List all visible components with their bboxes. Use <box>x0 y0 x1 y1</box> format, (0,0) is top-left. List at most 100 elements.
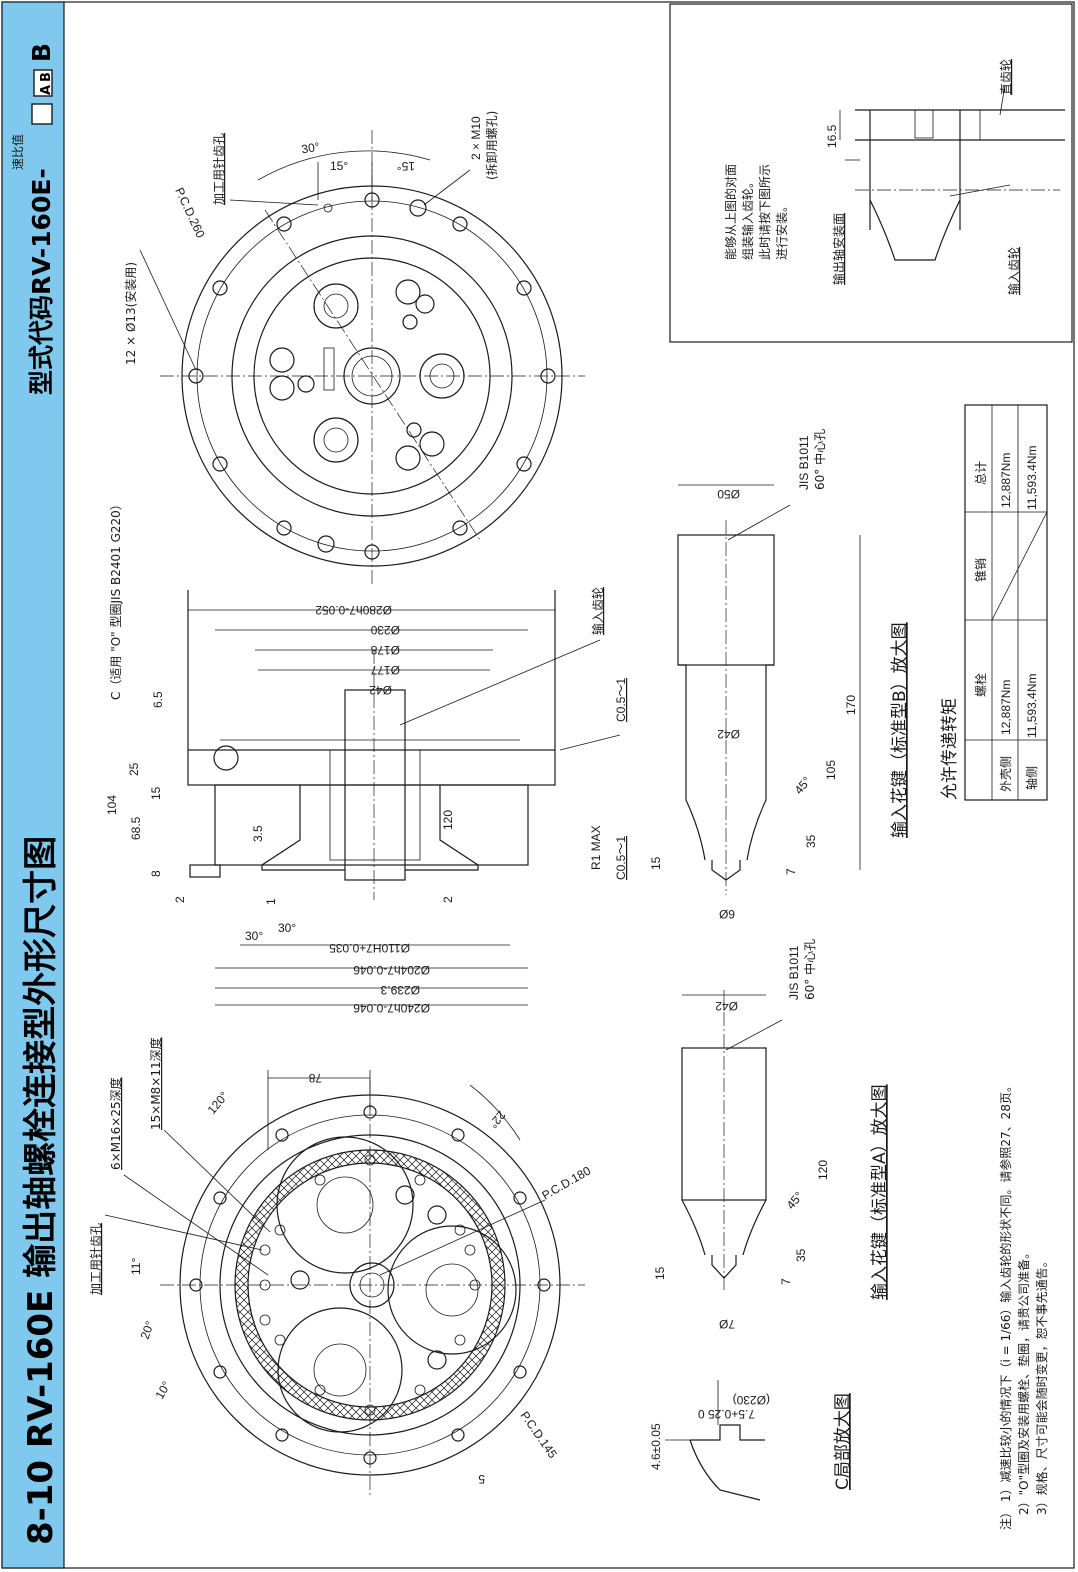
inset-line-4: 进行安装。 <box>774 200 789 260</box>
top-holes-mount: 12 × Ø13(安装用) <box>123 262 138 365</box>
section-view: Ø280h7-0.052 Ø230 Ø178 Ø177 Ø42 Ø110H7+0… <box>105 498 628 1015</box>
header-strip <box>1 1 65 1569</box>
spline-b-170: 170 <box>844 695 858 715</box>
spline-b-60: 60° 中心孔 <box>812 429 827 490</box>
spline-b-d42: Ø42 <box>717 727 740 741</box>
spline-b-title: 输入花键（标准型B）放大图 <box>890 622 910 838</box>
sec-angle-30b: 30° <box>278 921 296 935</box>
tr-shell-total: 12,887Nm <box>999 453 1013 508</box>
spline-a-d42: Ø42 <box>715 999 738 1013</box>
top-m10: 2 × M10 <box>469 116 483 160</box>
inset-note: 能够从上图的对面 组装输入齿轮。 此时请按下图所示 进行安装。 <box>723 164 789 260</box>
sec-v-2b: 2 <box>441 896 455 903</box>
inset-spur-gear: 直齿轮 <box>999 59 1013 95</box>
tr-shaft-side: 轴侧 <box>1024 766 1039 790</box>
inset-line-2: 组装输入齿轮。 <box>740 176 755 260</box>
spline-a-7o: 7Ø <box>719 1317 735 1331</box>
spline-a-15: 15 <box>653 1266 667 1280</box>
sec-dim-177: Ø177 <box>370 663 400 677</box>
spline-a-title: 输入花键（标准型A）放大图 <box>870 1084 890 1300</box>
sec-v-1: 1 <box>264 898 278 905</box>
detail-c-title: C局部放大图 <box>833 1393 853 1490</box>
top-pin-hole-label: 加工用针齿孔 <box>211 133 226 205</box>
spline-b-view: Ø50 Ø42 170 105 35 15 7 6Ø 45° JIS B1011… <box>649 429 910 921</box>
sec-v-120: 120 <box>441 810 455 830</box>
spline-b-d50: Ø50 <box>717 487 740 501</box>
note-1: 注） 1）减速比较小的情况下（i = 1/66）输入齿轮的形状不同。请参照27、… <box>998 1080 1013 1530</box>
type-a: A <box>39 85 54 95</box>
sec-dim-280: Ø280h7-0.052 <box>315 603 392 617</box>
type-b: B <box>39 72 54 82</box>
bottom-m8: 15×M8×11深度 <box>148 1037 163 1130</box>
ratio-box <box>31 103 53 125</box>
model-code-tail: B <box>27 43 56 62</box>
sec-v-68-5: 68.5 <box>129 816 143 840</box>
tr-shell-side: 外壳侧 <box>999 756 1013 792</box>
sec-dim-204: Ø204h7-0.046 <box>353 963 430 977</box>
spline-b-35: 35 <box>804 834 818 848</box>
model-code: 型式代码RV-160E- <box>27 168 56 395</box>
bottom-angle-20: 20° <box>138 1319 157 1341</box>
bottom-angle-120: 120° <box>205 1089 232 1117</box>
top-dim-30: 30° <box>300 139 321 156</box>
sec-v-3-5: 3.5 <box>251 825 265 842</box>
sec-angle-30a: 30° <box>245 929 263 943</box>
tr-shaft-bolt: 11,593.4Nm <box>1025 674 1039 738</box>
spline-a-7: 7 <box>779 1278 793 1285</box>
top-pcd260: P.C.D.260 <box>172 185 208 240</box>
bottom-pcd145: P.C.D.145 <box>518 1409 561 1461</box>
sec-dim-240: Ø240h7-0.046 <box>353 1001 430 1015</box>
sec-dim-110: Ø110H7+0.035 <box>329 941 410 955</box>
top-dim-15a: 15° <box>330 159 348 173</box>
tr-shell-bolt: 12,887Nm <box>999 680 1013 735</box>
top-dim-15b: 15° <box>397 159 415 173</box>
torque-title: 允许传递转矩 <box>940 698 960 800</box>
sec-dim-230: Ø230 <box>370 623 400 637</box>
spline-b-45: 45° <box>792 774 815 797</box>
inset-input-gear: 输入齿轮 <box>1006 247 1021 295</box>
spline-a-view: Ø42 120 35 15 7 7Ø 45° JIS B1011 60° 中心孔… <box>653 939 890 1331</box>
bottom-m16: 6×M16×25深度 <box>108 1077 123 1170</box>
sec-label-c: C（适用 "O" 型圈JIS B2401 G220） <box>109 498 123 700</box>
detail-c-7-5: 7.5+0.25 0 <box>698 1407 755 1421</box>
top-m10-sub: (拆卸用螺孔) <box>484 111 499 180</box>
type-box <box>33 69 53 97</box>
spline-a-60: 60° 中心孔 <box>802 939 817 1000</box>
sec-chamfer-2: C0.5～1 <box>614 836 628 880</box>
inset-dim-16-5: 16.5 <box>825 124 839 148</box>
bottom-dim-5: 5 <box>478 1472 485 1486</box>
detail-c-view: (Ø230) 7.5+0.25 0 4.6±0.05 C局部放大图 <box>649 1380 853 1501</box>
sec-v-2a: 2 <box>173 896 187 903</box>
th-bolt: 螺栓 <box>973 673 988 697</box>
bottom-pin-hole: 加工用针齿孔 <box>88 1223 103 1295</box>
bottom-angle-22: 22° <box>486 1108 509 1131</box>
inset-gear-drawing: 16.5 输出轴安装面 输入齿轮 直齿轮 <box>825 59 1065 295</box>
sec-v-6-5: 6.5 <box>151 691 165 708</box>
sec-chamfer-1: C0.5～1 <box>614 678 628 722</box>
sec-v-25: 25 <box>127 762 141 776</box>
th-pin: 锥销 <box>974 558 988 582</box>
inset-line-3: 此时请按下图所示 <box>758 164 772 260</box>
spline-a-45: 45° <box>784 1189 807 1212</box>
spline-a-jis: JIS B1011 <box>787 945 801 1000</box>
sec-v-8: 8 <box>149 870 163 877</box>
spline-a-120: 120 <box>816 1160 830 1180</box>
spline-b-6o: 6Ø <box>719 907 735 921</box>
inset-box <box>669 3 1073 343</box>
sec-dim-178: Ø178 <box>370 643 400 657</box>
torque-table: 允许传递转矩 螺栓 锥销 总计 外壳侧 12,887Nm 12,887Nm 轴侧… <box>940 404 1048 801</box>
inset-line-1: 能够从上图的对面 <box>723 164 738 260</box>
sec-v-15: 15 <box>149 786 163 800</box>
note-3: 3）规格、尺寸可能会随时变更，恕不事先通告。 <box>1034 1255 1049 1515</box>
spline-b-7: 7 <box>784 868 798 875</box>
spline-b-15: 15 <box>649 856 663 870</box>
top-view: 30° 15° 15° 加工用针齿孔 P.C.D.260 12 × Ø13(安装… <box>123 111 585 585</box>
spline-b-jis: JIS B1011 <box>797 435 811 490</box>
notes: 注） 1）减速比较小的情况下（i = 1/66）输入齿轮的形状不同。请参照27、… <box>998 1080 1049 1530</box>
sec-r1: R1 MAX <box>589 825 603 870</box>
bottom-angle-11: 11° <box>129 1258 143 1275</box>
sec-input-gear: 输入齿轮 <box>590 587 605 635</box>
sec-dim-239: Ø239.3 <box>380 983 420 997</box>
